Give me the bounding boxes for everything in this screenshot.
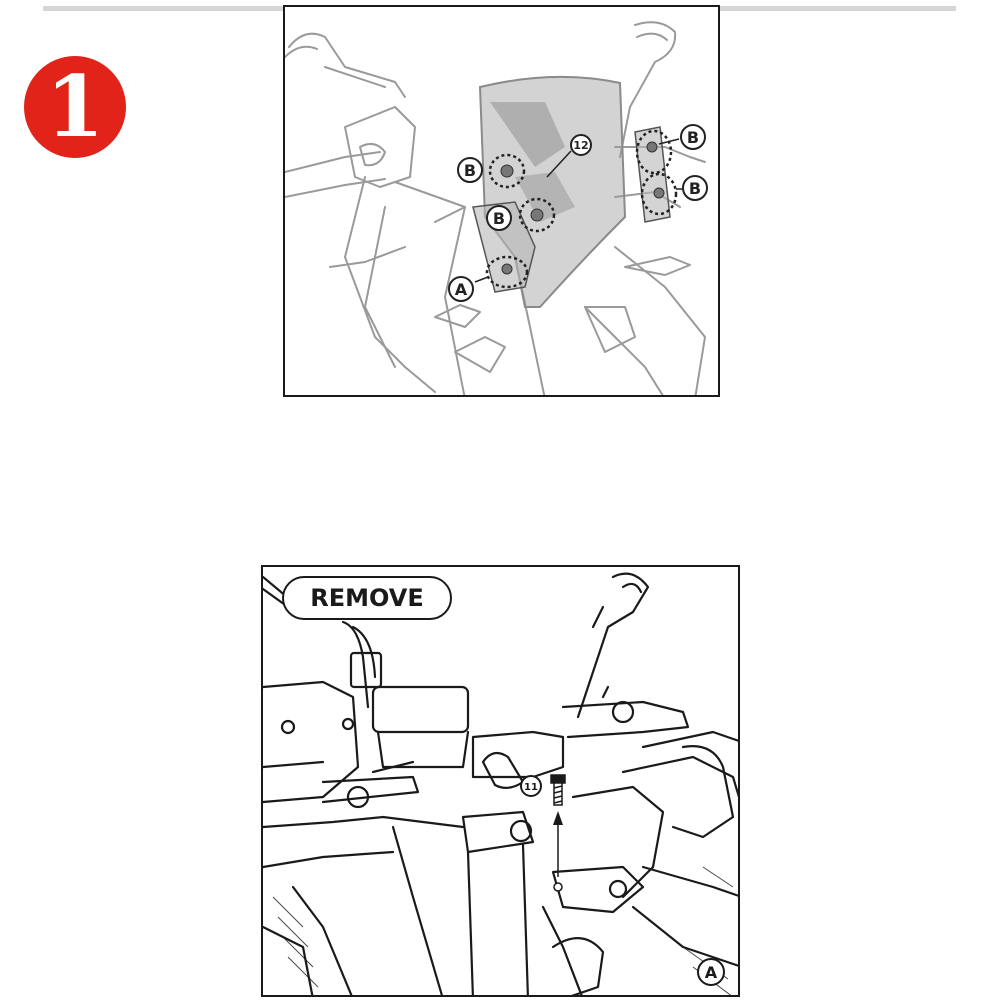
step-number-badge: 1	[24, 56, 126, 158]
callout-b-4: B	[689, 179, 701, 198]
remove-label: REMOVE	[282, 576, 452, 620]
figure-windscreen-mounting: B B B B A 12	[283, 5, 720, 397]
removal-arrow-head	[553, 811, 563, 825]
callout-b-2: B	[493, 209, 505, 228]
part-number-12: 12	[573, 139, 588, 152]
figure-remove-screw: 11 A REMOVE	[261, 565, 740, 997]
callout-a-bottom: A	[705, 963, 718, 982]
remove-screw-drawing: 11 A	[263, 572, 738, 995]
callout-b-1: B	[464, 161, 476, 180]
callout-b-3: B	[687, 128, 699, 147]
windscreen-mounting-drawing: B B B B A 12	[285, 21, 708, 395]
callout-a-top: A	[455, 280, 468, 299]
part-number-11: 11	[524, 782, 538, 793]
